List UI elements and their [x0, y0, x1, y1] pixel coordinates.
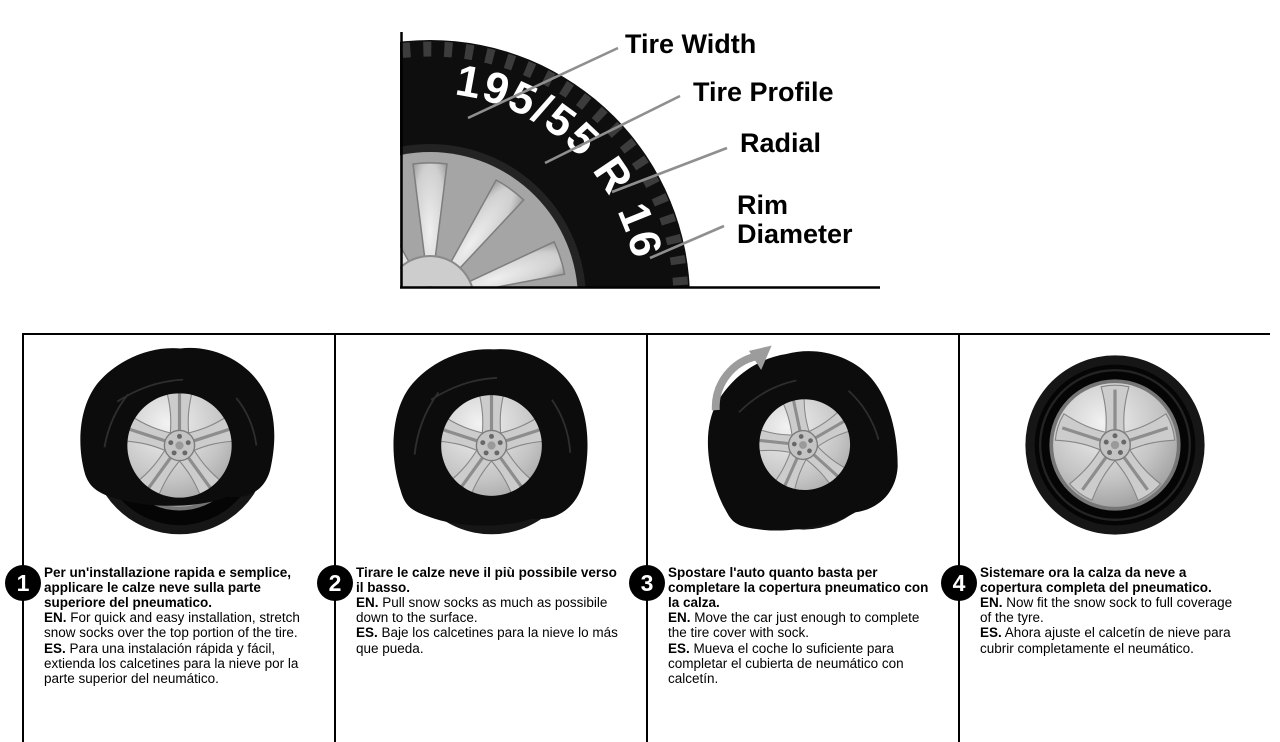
wheel-sock-rotate-image: [694, 336, 912, 554]
step-instructions: Tirare le calze neve il più possibile ve…: [356, 565, 622, 656]
sock-wrinkles: [738, 379, 880, 440]
step-panel-3: 3: [629, 333, 958, 742]
snow-sock-overlay: [707, 351, 898, 531]
es-label: ES.: [668, 640, 690, 656]
es-label: ES.: [44, 640, 66, 656]
pointer-line-radial: [611, 146, 728, 194]
wheel-sock-pulled-image: [392, 348, 588, 548]
tire-sidewall-image: 195/55 R 16: [400, 32, 880, 289]
wheel-sock-top-image: [79, 347, 274, 548]
step-number: 2: [328, 569, 342, 596]
step-title: Tirare le calze neve il più possibile ve…: [356, 565, 617, 596]
step-number-badge: 1: [5, 565, 41, 601]
step-en: EN. Pull snow socks as much as possibile…: [356, 595, 622, 625]
step-number: 4: [952, 569, 966, 596]
step-number-badge: 3: [629, 565, 665, 601]
wheel-image-step-1: [24, 339, 334, 551]
es-label: ES.: [980, 625, 1002, 641]
step-number-badge: 2: [317, 565, 353, 601]
wheel-covered-image: [1018, 348, 1212, 542]
label-tire-profile: Tire Profile: [693, 77, 834, 107]
step-panel-1: 1 Per un'installazione rapida e semplice…: [5, 333, 334, 742]
step-panel-2: 2 Tirare le calze neve il più possibile …: [317, 333, 646, 742]
step-es: ES. Para una instalación rápida y fácil,…: [44, 641, 310, 686]
en-label: EN.: [668, 610, 691, 626]
en-label: EN.: [980, 595, 1003, 611]
tire-size-diagram: 195/55 R 16 Tire Width Tire Profile Radi…: [400, 28, 900, 292]
label-rim-diameter: Rim Diameter: [737, 190, 853, 250]
es-text: Baje los calcetines para la nieve lo más…: [356, 625, 618, 656]
installation-steps: 1 Per un'installazione rapida e semplice…: [5, 333, 1270, 742]
step-es: ES. Baje los calcetines para la nieve lo…: [356, 625, 622, 655]
step-instructions: Sistemare ora la calza da neve a copertu…: [980, 565, 1246, 656]
pointer-line-tire-profile: [544, 94, 681, 165]
sock-wrinkles: [103, 378, 257, 447]
pointer-line-tire-width: [467, 46, 619, 120]
step-title: Spostare l'auto quanto basta per complet…: [668, 565, 929, 611]
step-en: EN. Move the car just enough to complete…: [668, 610, 934, 640]
es-label: ES.: [356, 625, 378, 641]
en-label: EN.: [356, 595, 379, 611]
label-tire-width: Tire Width: [625, 29, 757, 59]
en-text: Now fit the snow sock to full coverage o…: [980, 595, 1233, 626]
wheel-image-step-3: [648, 339, 958, 551]
snow-sock-overlay: [79, 347, 274, 506]
pointer-line-rim-diameter: [649, 224, 725, 260]
step-en: EN. For quick and easy installation, str…: [44, 610, 310, 640]
label-radial: Radial: [740, 128, 822, 158]
tire-tread: [400, 41, 689, 287]
step-number: 1: [16, 569, 30, 596]
es-text: Para una instalación rápida y fácil, ext…: [44, 640, 299, 686]
step-title: Sistemare ora la calza da neve a copertu…: [980, 565, 1212, 596]
step-number-badge: 4: [941, 565, 977, 601]
es-text: Ahora ajuste el calcetín de nieve para c…: [980, 625, 1231, 656]
sock-wrinkles: [413, 376, 571, 455]
en-label: EN.: [44, 610, 67, 626]
step-es: ES. Ahora ajuste el calcetín de nieve pa…: [980, 625, 1246, 655]
rim-spokes: [400, 144, 586, 287]
rotate-arrow-icon: [711, 345, 772, 411]
en-text: Pull snow socks as much as possibile dow…: [356, 595, 608, 626]
step-number: 3: [640, 569, 654, 596]
en-text: For quick and easy installation, stretch…: [44, 610, 300, 641]
pointer-lines: [467, 46, 728, 260]
wheel-image-step-2: [336, 339, 646, 551]
wheel-image-step-4: [960, 339, 1270, 551]
sock-edge-ring: [1039, 369, 1191, 521]
step-en: EN. Now fit the snow sock to full covera…: [980, 595, 1246, 625]
step-instructions: Spostare l'auto quanto basta per complet…: [668, 565, 934, 686]
es-text: Mueva el coche lo suficiente para comple…: [668, 640, 904, 686]
step-panel-4: 4 Sistemare ora la calza da neve a coper…: [941, 333, 1270, 742]
step-title: Per un'installazione rapida e semplice, …: [44, 565, 292, 611]
step-es: ES. Mueva el coche lo suficiente para co…: [668, 641, 934, 686]
step-instructions: Per un'installazione rapida e semplice, …: [44, 565, 310, 686]
en-text: Move the car just enough to complete the…: [668, 610, 920, 641]
